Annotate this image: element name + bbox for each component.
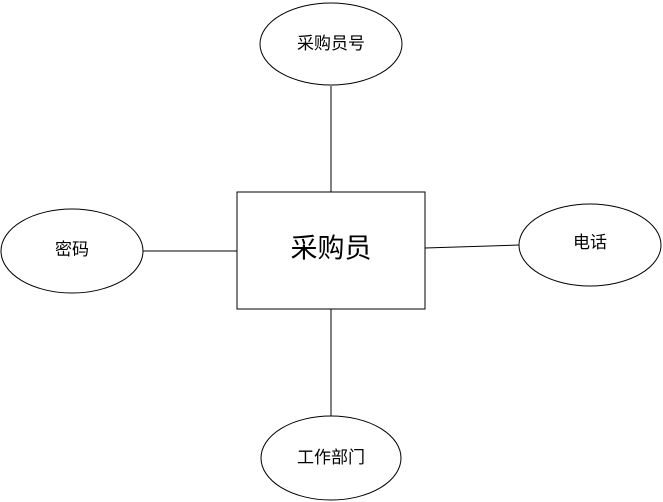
attribute-ellipse-bottom — [260, 415, 402, 501]
entity-purchaser: 采购员 — [236, 191, 426, 310]
attribute-department: 工作部门 — [260, 415, 402, 501]
entity-box — [236, 191, 426, 310]
attribute-label-top: 采购员号 — [297, 34, 365, 54]
attribute-ellipse-left — [0, 208, 144, 294]
attribute-ellipse-top — [259, 2, 403, 86]
attribute-label-bottom: 工作部门 — [297, 448, 365, 468]
attribute-password: 密码 — [0, 208, 144, 294]
attribute-ellipse-right — [518, 203, 662, 287]
attribute-label-right: 电话 — [573, 233, 607, 253]
entity-label: 采购员 — [291, 234, 372, 265]
attribute-phone: 电话 — [518, 203, 662, 287]
connector-right — [424, 244, 520, 249]
attribute-purchaser-id: 采购员号 — [259, 2, 403, 86]
attribute-label-left: 密码 — [55, 240, 89, 260]
